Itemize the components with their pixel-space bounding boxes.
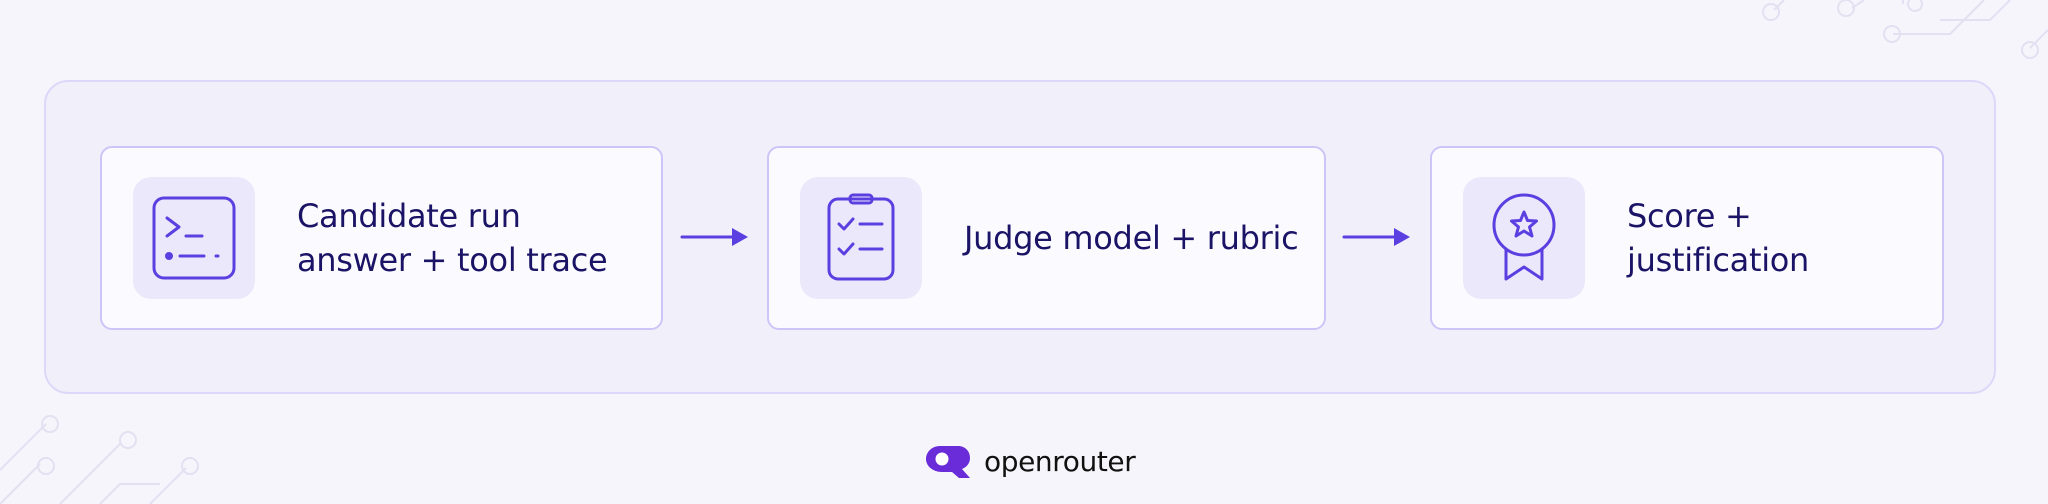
step-label: Score + justification <box>1627 197 1810 279</box>
openrouter-logo-icon <box>926 446 970 478</box>
step-label-line2: answer + tool trace <box>297 241 608 279</box>
brand-name: openrouter <box>984 445 1136 478</box>
icon-tile <box>133 177 255 299</box>
terminal-icon <box>152 196 236 280</box>
step-candidate-run: Candidate run answer + tool trace <box>100 146 663 330</box>
icon-tile <box>1463 177 1585 299</box>
step-label: Candidate run answer + tool trace <box>297 194 608 282</box>
icon-tile <box>800 177 922 299</box>
arrow-right-icon <box>1342 228 1410 246</box>
arrow-right-icon <box>680 228 748 246</box>
award-badge-icon <box>1492 193 1556 281</box>
step-judge-model: Judge model + rubric <box>767 146 1326 330</box>
step-label: Judge model + rubric <box>964 219 1299 257</box>
step-score: Score + justification <box>1430 146 1944 330</box>
clipboard-checklist-icon <box>827 193 895 281</box>
step-label-line1: Candidate run <box>297 197 521 235</box>
brand: openrouter <box>924 444 1136 480</box>
